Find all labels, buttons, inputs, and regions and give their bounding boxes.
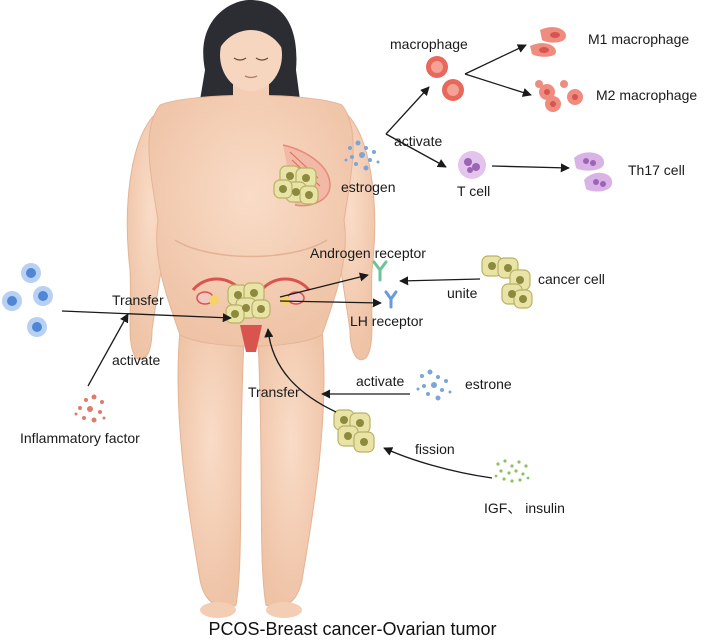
figure-title: PCOS-Breast cancer-Ovarian tumor: [208, 619, 497, 639]
igf-insulin-particles-icon: [494, 459, 530, 483]
m2-macrophage-cells: [535, 80, 583, 112]
label-androgen-receptor: Androgen receptor: [310, 245, 426, 261]
label-cancer-cell: cancer cell: [538, 271, 605, 287]
breast-cancer-cell-cluster: [273, 165, 319, 205]
label-estrone: estrone: [465, 376, 512, 392]
cancer-cell-cluster-lower: [333, 409, 375, 453]
label-transfer-bottom: Transfer: [248, 384, 300, 400]
label-macrophage: macrophage: [390, 36, 468, 52]
arrow-macrophage-to-m1: [464, 44, 527, 75]
label-estrogen: estrogen: [341, 179, 396, 195]
label-th17-cell: Th17 cell: [628, 162, 685, 178]
label-m2-macrophage: M2 macrophage: [596, 87, 698, 103]
arrow-estrogen-to-t-cell: [385, 133, 447, 168]
ovarian-cancer-cell-cluster: [225, 282, 271, 324]
arrow-t-cell-to-th17: [491, 163, 570, 173]
label-igf-insulin: IGF、 insulin: [484, 500, 565, 516]
label-m1-macrophage: M1 macrophage: [588, 31, 690, 47]
arrow-cancer-cell-unite: [399, 276, 481, 286]
arrow-ovary-to-androgen-receptor: [279, 272, 369, 298]
arrow-ovary-to-lh-receptor: [279, 298, 382, 308]
label-activate-top: activate: [394, 133, 443, 149]
arrow-macrophage-to-m2: [464, 73, 532, 97]
arrow-fission: [383, 447, 493, 479]
th17-cells: [574, 152, 613, 192]
label-activate-estrone: activate: [356, 373, 405, 389]
label-transfer-left: Transfer: [112, 292, 164, 308]
label-inflammatory-factor: Inflammatory factor: [20, 430, 140, 446]
arrow-transfer-left: [61, 310, 232, 323]
label-activate-left: activate: [112, 352, 161, 368]
macrophage-cells: [426, 56, 464, 101]
lh-receptor-icon: [384, 290, 398, 309]
androgen-receptor-icon: [372, 260, 388, 282]
label-lh-receptor: LH receptor: [350, 313, 424, 329]
arrow-inflammatory-activate: [87, 313, 129, 387]
immune-cells-blue: [2, 263, 53, 337]
label-fission: fission: [415, 441, 455, 457]
label-t-cell: T cell: [457, 183, 491, 199]
t-cell: [458, 151, 486, 179]
estrone-molecules-icon: [416, 369, 452, 401]
cancer-cell-cluster-right: [481, 255, 533, 309]
m1-macrophage-cells: [530, 27, 566, 57]
inflammatory-factor-icon: [74, 394, 106, 423]
estrogen-molecules-icon: [344, 140, 380, 171]
arrow-estrogen-to-macrophage: [385, 86, 430, 135]
label-unite: unite: [447, 285, 478, 301]
arrows: [61, 44, 570, 479]
arrow-transfer-bottom: [264, 328, 337, 413]
